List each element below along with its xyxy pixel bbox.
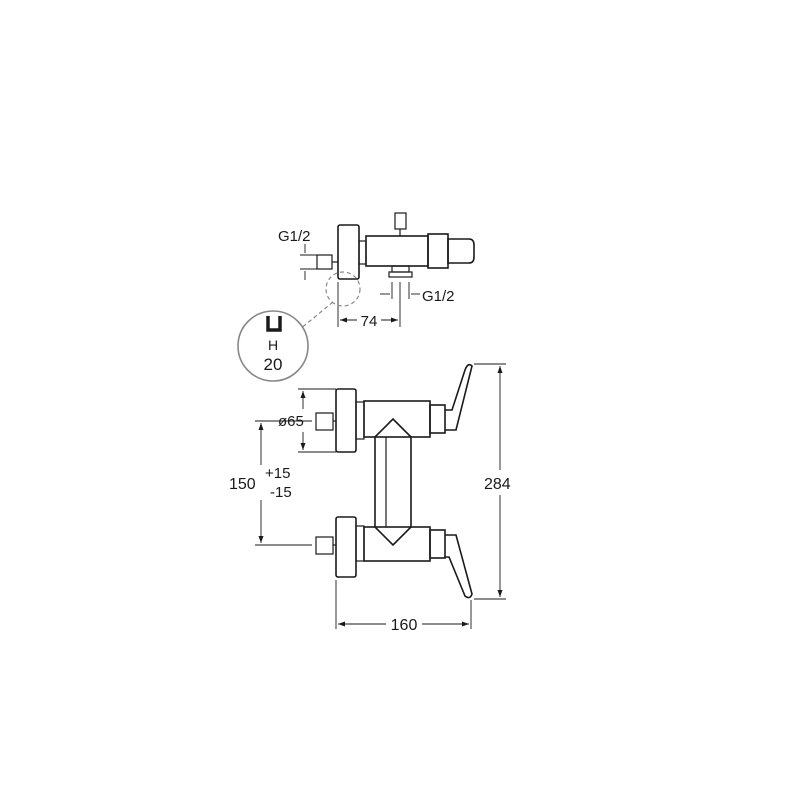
front-lower-body [363,526,431,562]
dim-diameter: ø65 [278,388,336,453]
detail-marker-circle [325,271,361,307]
front-upper-plate [335,388,357,453]
side-cartridge [394,212,407,230]
dim-150: 150 +15 -15 [229,420,312,546]
dim-150-label: 150 [229,476,256,493]
dim-160-label: 160 [391,617,418,634]
dim-160: 160 [335,580,472,634]
side-outlet [391,265,410,273]
dim-diameter-label: ø65 [278,413,304,430]
front-lower-lever [445,534,473,599]
front-lower-plate [335,516,357,578]
dim-150-tol-plus: +15 [265,465,290,482]
dim-284: 284 [474,363,511,600]
front-upper-body [363,400,431,438]
front-upper-nut [355,401,365,440]
side-inlet-stub [316,254,333,270]
front-column [374,417,412,547]
dim-g12-right: G1/2 [380,282,455,305]
side-outlet-thread [388,271,413,278]
front-lower-collar [429,529,446,559]
dim-g12-left: G1/2 [278,228,317,280]
side-view [316,212,475,280]
dim-74-label: 74 [361,313,378,330]
detail-letter: H [268,337,278,353]
dim-284-label: 284 [484,476,511,493]
front-upper-collar [429,404,446,434]
detail-profile [266,316,282,332]
side-body [365,235,429,267]
detail-callout: H 20 [237,271,361,382]
dim-74: 74 [337,282,401,330]
side-handle-knob [447,238,475,264]
dim-150-tol-minus: -15 [270,484,292,501]
side-collar [427,233,449,269]
front-upper-lever [445,363,473,431]
front-upper-stub [315,412,334,431]
side-wall-plate [337,224,360,280]
front-lower-nut [355,525,365,562]
front-view [315,363,473,599]
front-lower-stub [315,536,334,555]
side-nut [358,240,367,265]
dim-g12-right-label: G1/2 [422,288,455,305]
detail-value: 20 [264,355,283,374]
detail-circle [237,310,309,382]
dim-g12-left-label: G1/2 [278,228,311,245]
